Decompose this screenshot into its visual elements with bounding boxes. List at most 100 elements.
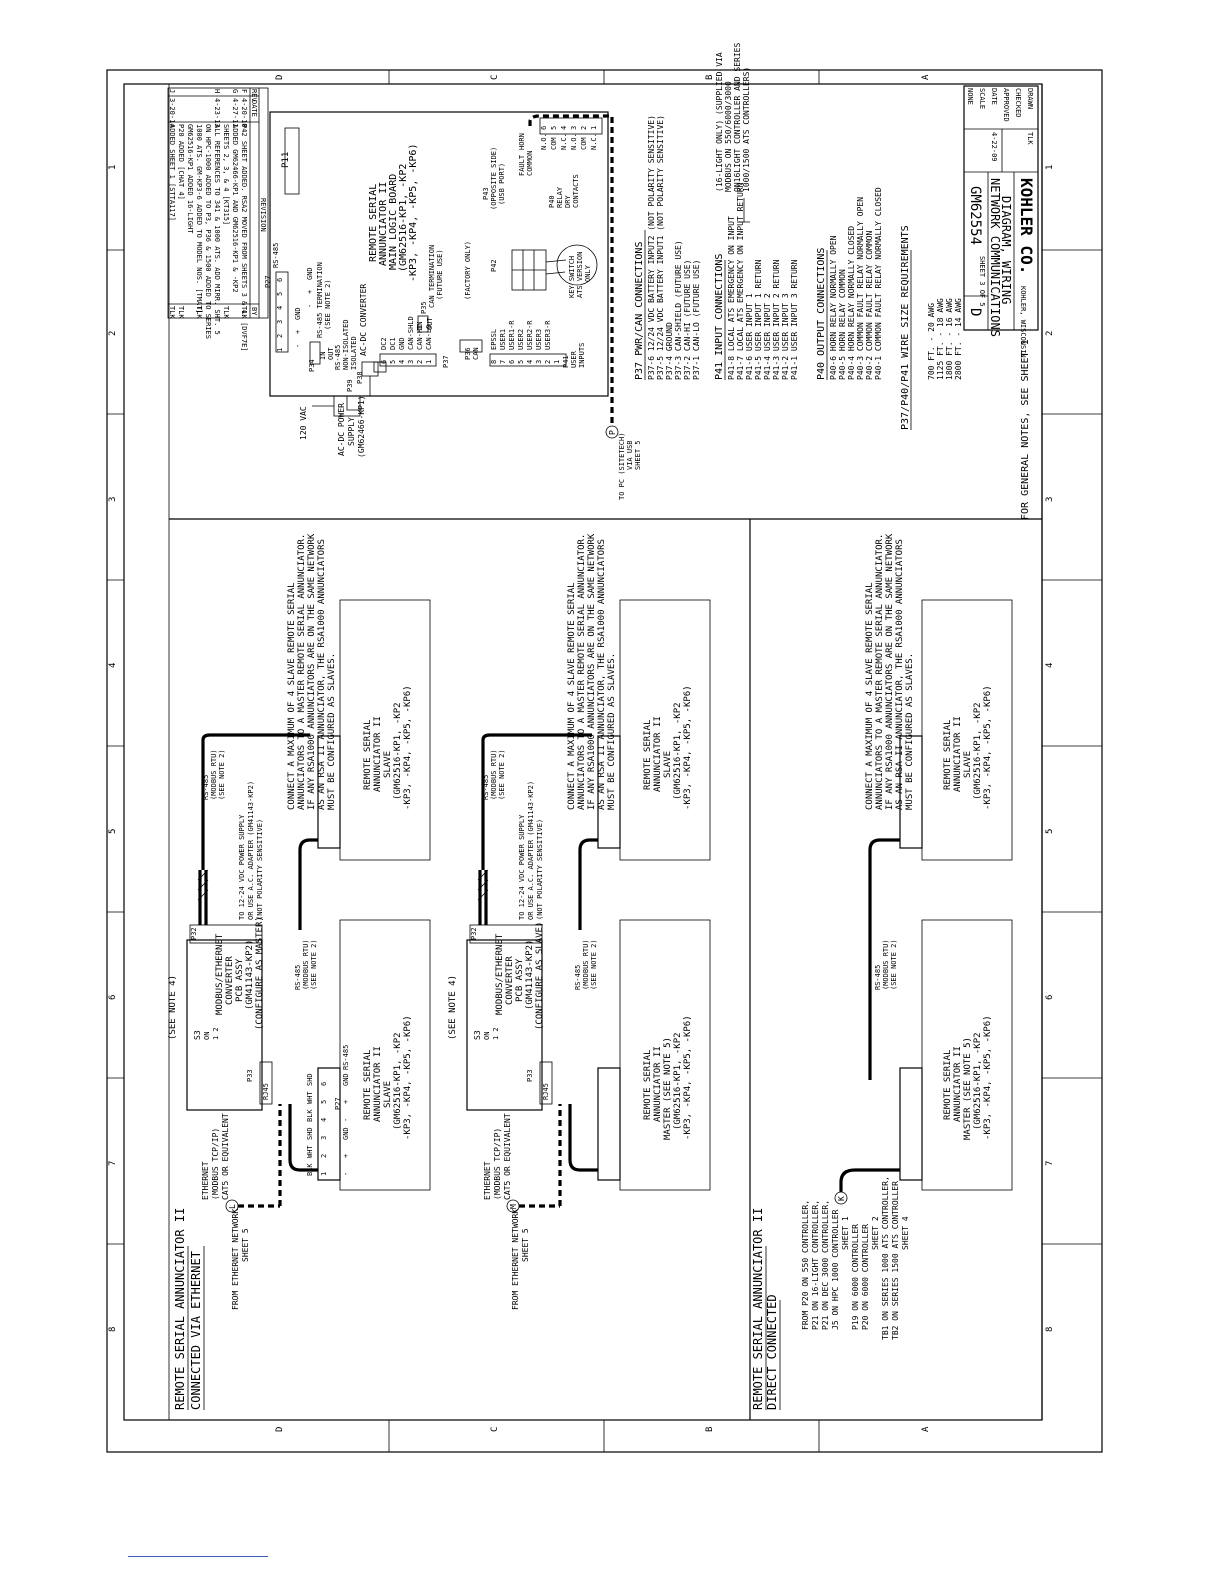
svg-text:TB1 ON SERIES 1000 ATS CONTROL: TB1 ON SERIES 1000 ATS CONTROLLER, [881, 1176, 890, 1340]
svg-text:P40-4 HORN RELAY NORMALLY CL: P40-4 HORN RELAY NORMALLY CLOSED [847, 226, 856, 380]
svg-text:FAULT: FAULT [518, 154, 526, 176]
svg-text:P40: P40 [548, 195, 556, 208]
svg-text:4: 4 [560, 126, 568, 130]
svg-text:IF ANY RSA1000 ANNUNCIATORS AR: IF ANY RSA1000 ANNUNCIATORS ARE ON THE S… [307, 533, 317, 810]
p37-header [379, 353, 437, 367]
svg-text:6: 6 [1045, 995, 1055, 1000]
svg-text:P33: P33 [526, 1069, 534, 1082]
svg-text:N.O.: N.O. [540, 133, 548, 150]
svg-text:S3: S3 [193, 1030, 202, 1040]
svg-text:8: 8 [1045, 1327, 1055, 1332]
svg-text:USER3: USER3 [535, 329, 543, 350]
svg-text:USER1-R: USER1-R [508, 320, 516, 350]
svg-text:WHT: WHT [306, 1145, 314, 1158]
svg-text:CONNECTED VIA ETHERNET: CONNECTED VIA ETHERNET [189, 1251, 203, 1410]
svg-text:P40 OUTPUT CONNECTIONS: P40 OUTPUT CONNECTIONS [816, 248, 827, 380]
svg-text:KEY SWITCH: KEY SWITCH [568, 256, 576, 298]
svg-text:CAT5 OR EQUIVALENT: CAT5 OR EQUIVALENT [221, 1113, 230, 1200]
svg-text:ETHERNET: ETHERNET [201, 1161, 210, 1200]
svg-text:7: 7 [499, 360, 507, 364]
svg-text:B: B [705, 75, 715, 80]
svg-text:TO PC (SITETECH): TO PC (SITETECH) [618, 433, 626, 500]
svg-text:P27: P27 [264, 275, 272, 288]
svg-text:BY: BY [250, 307, 258, 316]
svg-text:SHEETS 2, 3, & 4 [KT315]: SHEETS 2, 3, & 4 [KT315] [222, 124, 230, 225]
svg-text:2: 2 [320, 1154, 328, 1158]
svg-text:3: 3 [276, 320, 284, 324]
svg-text:MAIN LOGIC BOARD: MAIN LOGIC BOARD [388, 174, 399, 270]
svg-text:REVISION: REVISION [259, 198, 267, 232]
svg-text:3: 3 [570, 126, 578, 130]
svg-text:(GM62516-KP1, -KP2: (GM62516-KP1, -KP2 [673, 1032, 683, 1130]
svg-text:(GM41143-KP2): (GM41143-KP2) [245, 940, 255, 1010]
svg-text:RS-485 TERMINATION: RS-485 TERMINATION [316, 262, 324, 338]
svg-text:5: 5 [550, 126, 558, 130]
svg-text:7: 7 [1045, 1161, 1055, 1166]
svg-text:(MODBUS RTU): (MODBUS RTU) [490, 749, 498, 800]
svg-text:6: 6 [108, 995, 118, 1000]
svg-text:8: 8 [490, 360, 498, 364]
svg-text:ADDED GM62466-KP1 AND GM62516-: ADDED GM62466-KP1 AND GM62516-KP1 & -KP2 [231, 124, 239, 293]
svg-text:C: C [490, 1427, 500, 1432]
svg-text:CHECKED: CHECKED [1014, 88, 1022, 118]
svg-text:4: 4 [398, 360, 406, 364]
svg-text:(SEE NOTE 2): (SEE NOTE 2) [324, 279, 332, 330]
svg-text:NON-ISOLATED: NON-ISOLATED [342, 319, 350, 370]
svg-text:ANNUNCIATOR II: ANNUNCIATOR II [373, 1046, 383, 1122]
svg-text:SHEET 1: SHEET 1 [841, 1216, 850, 1250]
svg-text:+: + [342, 1100, 350, 1104]
svg-text:N.O.: N.O. [570, 133, 578, 150]
svg-text:-: - [342, 1118, 350, 1122]
svg-text:D: D [275, 75, 285, 80]
svg-text:CONTACTS: CONTACTS [572, 174, 580, 208]
svg-text:G: G [231, 89, 239, 93]
svg-text:(SEE NOTE 2): (SEE NOTE 2) [310, 939, 318, 990]
svg-text:DC2: DC2 [380, 337, 388, 350]
svg-text:RELAY: RELAY [556, 186, 564, 208]
footer-rule [128, 1556, 268, 1557]
svg-text:(SEE NOTE 4): (SEE NOTE 4) [448, 975, 458, 1040]
svg-text:MODBUS/ETHERNET: MODBUS/ETHERNET [215, 933, 225, 1015]
zone-labels-bottom: D C B A [275, 1426, 931, 1432]
svg-text:(NOT POLARITY SENSITIVE): (NOT POLARITY SENSITIVE) [256, 819, 264, 920]
svg-text:MUST BE CONFIGURED AS SLAVES.: MUST BE CONFIGURED AS SLAVES. [905, 653, 915, 810]
svg-text:-: - [294, 344, 302, 348]
svg-text:(MODBUS RTU): (MODBUS RTU) [210, 749, 218, 800]
svg-text:DATE: DATE [250, 100, 258, 117]
svg-text:P37-6 12/24 VDC BATTERY INPU: P37-6 12/24 VDC BATTERY INPUT2 (NOT POLA… [647, 115, 656, 380]
svg-text:1800 FT. - 16 AWG: 1800 FT. - 16 AWG [945, 298, 954, 380]
svg-text:RS-485: RS-485 [272, 243, 280, 268]
svg-text:P40-6 HORN RELAY NORMALLY OP: P40-6 HORN RELAY NORMALLY OPEN [829, 235, 838, 380]
svg-text:ON16LIGHT CONTROLLER AND SERIE: ON16LIGHT CONTROLLER AND SERIES [733, 43, 742, 192]
svg-text:1: 1 [320, 1172, 328, 1176]
svg-text:DATE: DATE [990, 88, 998, 105]
svg-text:ADDED SHEET 1 [STTA117]: ADDED SHEET 1 [STTA117] [168, 124, 176, 221]
svg-text:-KP3, -KP4, -KP5, -KP6): -KP3, -KP4, -KP5, -KP6) [983, 1015, 993, 1140]
svg-text:(GM41143-KP2): (GM41143-KP2) [525, 940, 535, 1010]
svg-text:CAN-LO: CAN-LO [425, 325, 433, 350]
svg-text:HORN: HORN [518, 133, 526, 150]
svg-text:3: 3 [535, 360, 543, 364]
svg-text:REMOTE SERIAL ANNUNCIATOR II: REMOTE SERIAL ANNUNCIATOR II [173, 1208, 187, 1410]
svg-text:ANNUNCIATORS TO A MASTER REMOT: ANNUNCIATORS TO A MASTER REMOTE SERIAL A… [297, 534, 307, 810]
svg-text:3: 3 [320, 1136, 328, 1140]
svg-text:P40-1 COMMON FAULT RELAY NOR: P40-1 COMMON FAULT RELAY NORMALLY CLOSED [874, 187, 883, 380]
converter-box [186, 939, 263, 1111]
svg-text:BLK: BLK [306, 1163, 314, 1176]
svg-text:RS-485: RS-485 [482, 775, 490, 800]
svg-text:P41-8 LOCAL ATS EMERGENCY ON: P41-8 LOCAL ATS EMERGENCY ON INPUT [727, 216, 736, 380]
svg-text:P: P [608, 430, 617, 435]
svg-text:D: D [967, 308, 983, 316]
svg-text:(MODBUS RTU): (MODBUS RTU) [882, 939, 890, 990]
svg-text:REMOTE SERIAL: REMOTE SERIAL [368, 184, 379, 262]
svg-text:ETHERNET: ETHERNET [483, 1161, 492, 1200]
svg-text:RJ45: RJ45 [262, 1083, 270, 1100]
svg-text:2800 FT. - 14 AWG: 2800 FT. - 14 AWG [954, 298, 963, 380]
svg-text:ANNUNCIATOR II: ANNUNCIATOR II [373, 716, 383, 792]
svg-text:GM62554: GM62554 [967, 186, 983, 245]
svg-text:COM: COM [550, 137, 558, 150]
svg-text:-KP3, -KP4, -KP5, -KP6): -KP3, -KP4, -KP5, -KP6) [403, 1015, 413, 1140]
